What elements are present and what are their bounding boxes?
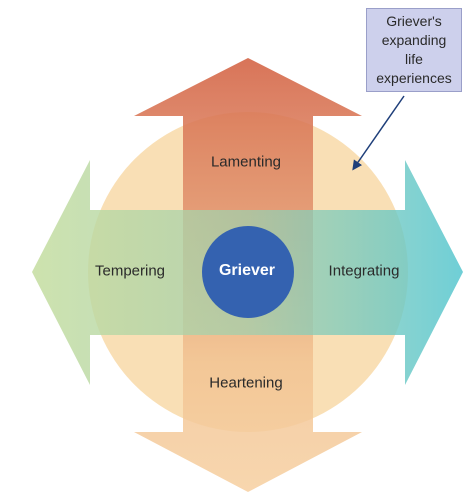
label-griever: Griever [218,262,276,279]
callout-line: Griever's [386,13,442,29]
callout-line: expanding [381,32,447,48]
label-integrating: Integrating [328,262,400,280]
callout-line: life [405,51,423,67]
label-heartening: Heartening [209,374,283,392]
label-tempering: Tempering [94,262,166,280]
callout-pointer [352,95,405,171]
griever-circle [202,226,294,318]
callout-box: Griever's expanding life experiences [366,8,462,92]
callout-line: experiences [376,70,452,86]
label-lamenting: Lamenting [210,153,282,171]
